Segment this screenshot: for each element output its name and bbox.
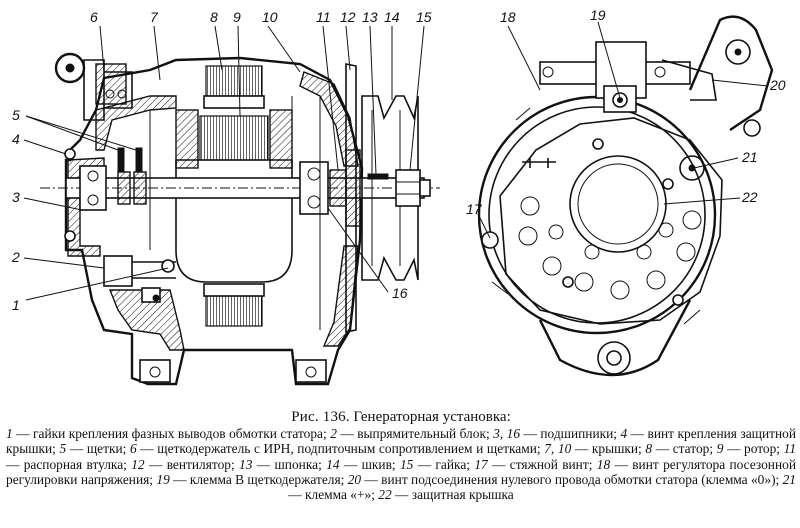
legend-item: 12 — вентилятор;: [131, 456, 240, 472]
callout-19: 19: [590, 7, 606, 23]
legend-item: 6 — щеткодержатель с ИРН, подпиточным со…: [129, 441, 545, 457]
callout-13: 13: [362, 9, 378, 25]
callout-3: 3: [12, 189, 20, 205]
legend-item: 18 — винт регулятора посезонной регулиро…: [6, 456, 796, 487]
alternator-drawing: 6 7 8 9 10 11 12 13 14 15 5 4 3 2 1 16 1…: [11, 7, 786, 386]
legend-item: 5 — щетки;: [59, 441, 130, 457]
legend-item: 7, 10 — крышки;: [544, 441, 646, 457]
legend-item: 9 — ротор;: [716, 441, 784, 457]
callout-4: 4: [12, 131, 20, 147]
legend-item: 3, 16 — подшипники;: [493, 426, 621, 442]
callout-11: 11: [316, 9, 331, 25]
legend-item: 11 — распорная втулка;: [6, 441, 796, 472]
legend-item: 15 — гайка;: [399, 456, 475, 472]
caption-legend: 1 — гайки крепления фазных выводов обмот…: [6, 426, 796, 502]
callout-14: 14: [384, 9, 400, 25]
legend-item: 2 — выпрямительный блок;: [330, 426, 494, 442]
legend-item: 22 — защитная крышка: [378, 487, 514, 503]
legend-item: 19 — клемма В щеткодержателя;: [156, 471, 348, 487]
leader-lines: [23, 21, 769, 301]
legend-item: 14 — шкив;: [326, 456, 400, 472]
callout-numbers: 6 7 8 9 10 11 12 13 14 15 5 4 3 2 1 16 1…: [11, 7, 786, 313]
callout-6: 6: [90, 9, 98, 25]
legend-item: 17 — стяжной винт;: [474, 456, 597, 472]
figure-title: . Генераторная установка:: [345, 410, 511, 425]
callout-1: 1: [12, 297, 20, 313]
end-view: [477, 15, 774, 377]
callout-15: 15: [416, 9, 432, 25]
legend-item: 21 — клемма «+»;: [288, 471, 796, 503]
callout-21: 21: [741, 149, 758, 165]
callout-9: 9: [233, 9, 241, 25]
legend-item: 20 — винт подсоединения нулевого провода…: [347, 471, 783, 487]
side-section-view: [40, 52, 440, 386]
callout-22: 22: [741, 189, 758, 205]
callout-8: 8: [210, 9, 218, 25]
callout-17: 17: [466, 201, 483, 217]
figure-caption: Рис. 136. Генераторная установка: 1 — га…: [6, 410, 796, 526]
callout-2: 2: [11, 249, 20, 265]
callout-16: 16: [392, 285, 408, 301]
caption-title: Рис. 136. Генераторная установка:: [6, 410, 796, 425]
callout-7: 7: [150, 9, 159, 25]
legend-item: 13 — шпонка;: [239, 456, 327, 472]
callout-12: 12: [340, 9, 356, 25]
callout-10: 10: [262, 9, 278, 25]
callout-5: 5: [12, 107, 20, 123]
callout-18: 18: [500, 9, 516, 25]
legend-item: 1 — гайки крепления фазных выводов обмот…: [6, 426, 331, 442]
legend-item: 8 — статор;: [645, 441, 717, 457]
legend-item: 4 — винт крепления защитной крышки;: [6, 426, 796, 457]
alternator-figure: 6 7 8 9 10 11 12 13 14 15 5 4 3 2 1 16 1…: [11, 7, 786, 386]
callout-20: 20: [769, 77, 786, 93]
figure-number: Рис. 136: [291, 410, 346, 425]
